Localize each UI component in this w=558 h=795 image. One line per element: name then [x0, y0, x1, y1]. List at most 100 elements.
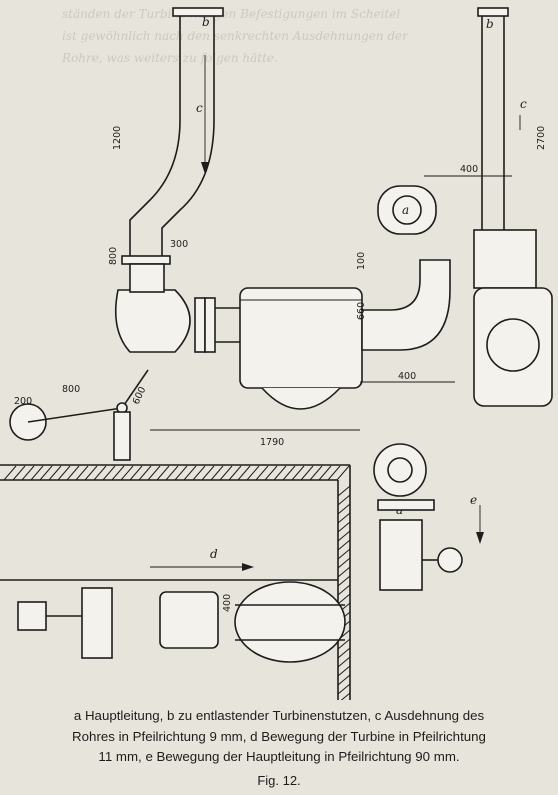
flange-pair-1	[194, 297, 206, 353]
hatch-line	[228, 465, 242, 481]
vessel-left-bottom	[159, 591, 219, 649]
floor-slab	[0, 464, 351, 700]
arrowhead-c-left	[201, 162, 209, 174]
label-e: e	[470, 493, 477, 507]
hatch-line	[337, 503, 351, 515]
dim-600: 600	[131, 385, 149, 406]
lower-box-right	[473, 287, 553, 407]
hatch-line	[201, 465, 215, 481]
pivot-bracket	[113, 411, 131, 461]
hatch-line	[336, 465, 350, 481]
hatch-line	[337, 539, 351, 551]
hatch-line	[210, 465, 224, 481]
pipe-stub-right	[215, 307, 240, 343]
dim-400-right: 400	[460, 164, 478, 175]
hatch-line	[21, 465, 35, 481]
label-a-top: a	[402, 203, 409, 217]
link-rod	[121, 369, 149, 409]
lower-box-bore	[486, 318, 540, 372]
hatch-line	[75, 465, 89, 481]
label-c-right: c	[520, 97, 527, 111]
hatch-line	[219, 465, 233, 481]
bleed-line-2: ist gewöhnlich nach den senkrechten Ausd…	[62, 29, 409, 43]
figure-caption: a Hauptleitung, b zu entlastender Turbin…	[10, 706, 548, 768]
dim-200: 200	[14, 396, 32, 407]
hatch-line	[30, 465, 44, 481]
upper-box-right	[473, 229, 537, 289]
hatch-line	[337, 575, 351, 587]
hatch-line	[318, 465, 332, 481]
pipe-support-drawing: ständen der Turbine nötigen Befestigunge…	[0, 7, 553, 700]
arrowhead-e	[476, 532, 484, 544]
pipe-left-outer	[129, 16, 181, 256]
dim-400-lower: 400	[222, 594, 233, 612]
slab-hatching	[3, 465, 351, 700]
hatch-line	[237, 465, 251, 481]
hatch-line	[337, 566, 351, 578]
caption-line-3: 11 mm, e Bewegung der Hauptleitung in Pf…	[98, 749, 460, 764]
label-d: d	[210, 547, 218, 561]
hatch-line	[192, 465, 206, 481]
dim-800b: 800	[62, 384, 80, 395]
hatch-line	[48, 465, 62, 481]
turbine-housing	[239, 287, 363, 389]
hatch-line	[337, 584, 351, 596]
hatch-line	[264, 465, 278, 481]
hatch-line	[3, 465, 17, 481]
hatch-line	[337, 530, 351, 542]
arrowhead-d	[242, 563, 254, 571]
vessel-bottom-pipes	[235, 604, 345, 641]
far-right-assembly: 400 2700 b c	[424, 7, 553, 407]
hatch-line	[300, 465, 314, 481]
main-line-a-mid	[373, 443, 427, 497]
hatch-line	[337, 557, 351, 569]
hatch-line	[156, 465, 170, 481]
bleed-through-text: ständen der Turbine nötigen Befestigunge…	[61, 7, 409, 65]
hatch-line	[337, 494, 351, 506]
main-line-a-mid-bore	[387, 457, 413, 483]
upper-left-assembly: 400 1790 1200 300 800 b c	[108, 7, 455, 448]
hatch-line	[337, 665, 351, 677]
hatch-line	[337, 638, 351, 650]
caption-line-1: a Hauptleitung, b zu entlastender Turbin…	[73, 708, 485, 723]
hatch-line	[57, 465, 71, 481]
hatch-line	[337, 512, 351, 524]
elbow-right	[361, 259, 451, 351]
hatch-line	[337, 521, 351, 533]
hatch-line	[84, 465, 98, 481]
support-bottom	[81, 587, 113, 659]
hatch-line	[138, 465, 152, 481]
main-line-a-bore	[392, 195, 422, 225]
elbow-left	[114, 289, 191, 353]
hatch-line	[246, 465, 260, 481]
hatch-line	[337, 485, 351, 497]
valve-handwheel	[437, 547, 463, 573]
flange-pair-2	[204, 297, 216, 353]
hatch-line	[337, 683, 351, 695]
dim-1790: 1790	[260, 437, 284, 448]
vessel-bottom	[234, 581, 346, 663]
hatch-line	[337, 656, 351, 668]
dim-300: 300	[170, 239, 188, 250]
dim-100: 100	[356, 252, 367, 270]
hatch-line	[102, 465, 116, 481]
dim-2700: 2700	[536, 126, 547, 150]
hatch-line	[93, 465, 107, 481]
figure-number: Fig. 12.	[257, 773, 301, 788]
hatch-line	[255, 465, 269, 481]
hatch-line	[273, 465, 287, 481]
flange-lower	[377, 499, 435, 511]
hatch-line	[337, 647, 351, 659]
label-b-left: b	[202, 15, 210, 29]
label-c-left: c	[196, 101, 203, 115]
pipe-stub-left	[129, 263, 165, 293]
hatch-line	[291, 465, 305, 481]
valve-column	[379, 519, 423, 591]
counterweight-lever: 800 200 600	[9, 369, 149, 461]
hatch-line	[129, 465, 143, 481]
hatch-line	[282, 465, 296, 481]
hatch-line	[174, 465, 188, 481]
hatch-line	[39, 465, 53, 481]
hatch-line	[337, 548, 351, 560]
hatch-line	[337, 593, 351, 605]
